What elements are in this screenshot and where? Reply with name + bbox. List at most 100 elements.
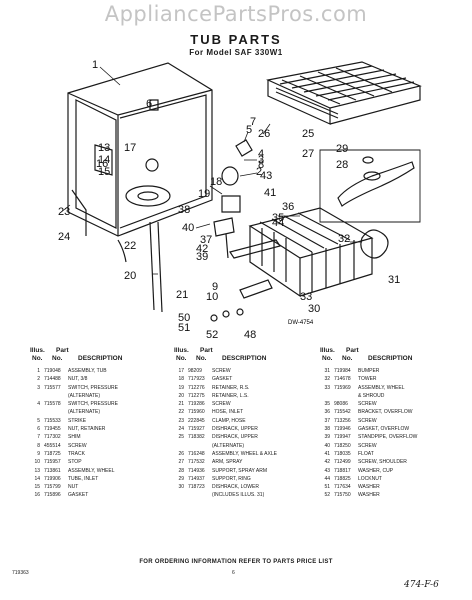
illus-number: 27 [178,459,184,466]
illus-number: 14 [34,475,40,482]
part-number: 713256 [334,417,351,424]
callout-8: 8 [258,159,264,171]
upper-dishrack-drawing [266,61,422,125]
illus-number: 9 [37,450,40,457]
callout-42: 42 [196,243,208,255]
illus-number: 40 [324,442,330,449]
part-number: 719946 [334,426,351,433]
callout-15: 15 [98,166,110,178]
callout-2: 2 [256,166,262,178]
part-number: 718725 [44,450,61,457]
document-number: 719363 [12,570,29,576]
part-number: 715533 [44,417,61,424]
callout-41: 41 [264,187,276,199]
part-description: RETAINER, R.S. [212,384,250,391]
inlet-hose-drawing [71,189,163,313]
part-number: 715578 [44,401,61,408]
part-number: 714678 [334,376,351,383]
part-description: FLOAT [358,450,374,457]
part-description: SCREW [212,368,231,374]
part-description: NUT [68,484,79,491]
callout-1: 1 [92,59,98,71]
part-description: ASSEMBLY, WHEEL & AXLE [212,450,277,457]
part-description: SCREW [358,442,377,449]
part-number: 717634 [334,484,351,491]
description-header: DESCRIPTION [78,355,123,362]
part-number: 714936 [188,467,205,474]
illus-number: 43 [324,467,330,474]
callout-31: 31 [388,274,400,286]
part-description: LOCKNUT [358,475,382,482]
part-description: SCREW [68,442,87,449]
illus-number: 35 [324,401,330,408]
table-row: (ALTERNATE) [172,442,314,450]
part-number: 716248 [188,450,205,457]
no-header: No. [32,355,43,362]
part-number: 717923 [188,376,205,383]
illus-number: 37 [324,417,330,424]
description-header: DESCRIPTION [368,355,413,362]
part-number: 715577 [44,384,61,391]
callout-48: 48 [244,329,256,341]
illus-number: 28 [178,467,184,474]
part-no-header: No. [196,355,207,362]
part-description: (INCLUDES ILLUS. 31) [212,492,265,499]
illus-number: 44 [324,475,330,482]
illus-number: 2 [37,376,40,383]
part-number: 715542 [334,409,351,416]
callout-10: 10 [206,291,218,303]
part-number: 719286 [188,401,205,408]
illus-number: 22 [178,409,184,416]
illus-number: 19 [178,384,184,391]
illus-header: Illus. [30,347,45,354]
callout-50: 50 [178,312,190,324]
callout-36: 36 [282,201,294,213]
part-description: (ALTERNATE) [212,442,245,449]
no-header: No. [322,355,333,362]
callout-14: 14 [98,154,110,166]
part-number: 718035 [334,450,351,457]
part-number: 719455 [44,426,61,433]
table-row: (ALTERNATE) [28,408,170,416]
illus-number: 13 [34,467,40,474]
callout-39: 39 [196,251,208,263]
part-description: SCREW [358,401,377,408]
part-header: Part [346,347,359,354]
illus-number: 5 [37,417,40,424]
part-description: DISHRACK, LOWER [212,484,259,491]
part-number: 718382 [188,434,205,441]
callout-18: 18 [210,176,222,188]
part-description: NUT, 3/8 [68,376,88,383]
part-description: & SHROUD [358,392,385,399]
callout-24: 24 [58,231,70,243]
illus-number: 21 [178,401,184,408]
table-row: (ALTERNATE) [28,392,170,400]
part-number: 455514 [44,442,61,449]
illus-number: 20 [178,392,184,399]
part-description: SCREW [212,401,231,408]
illus-number: 25 [178,434,184,441]
part-description: HOSE, INLET [212,409,244,416]
part-description: (ALTERNATE) [68,409,101,416]
part-number: 715969 [334,384,351,391]
part-number: 718723 [188,484,205,491]
